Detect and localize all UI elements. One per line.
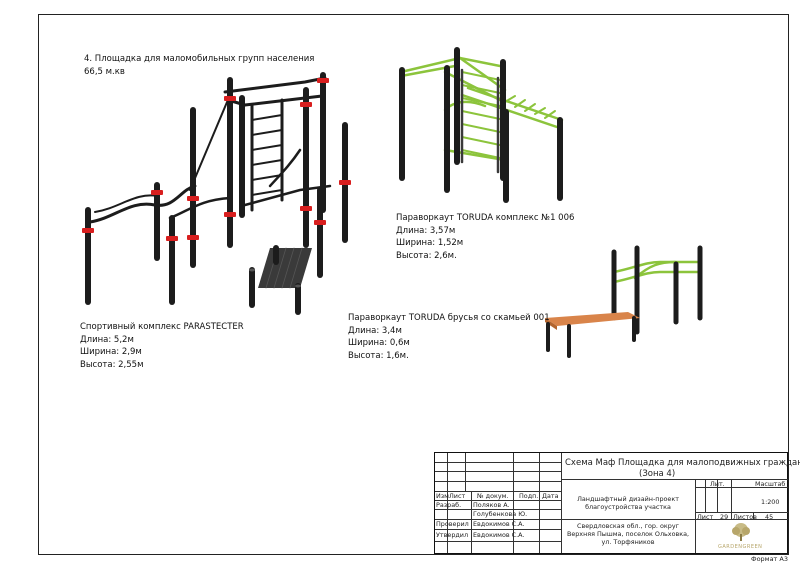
toruda-complex-height: Высота: 2,6м.: [396, 250, 457, 261]
parastecter-name: Спортивный комплекс PARASTECTER: [80, 322, 244, 332]
stamp-title: Схема Маф Площадка для малоподвижных гра…: [565, 458, 800, 479]
parastecter-height: Высота: 2,55м: [80, 359, 144, 370]
sheet-format: Формат А3: [750, 555, 788, 563]
toruda-complex-length: Длина: 3,57м: [396, 225, 456, 236]
role-checker: Проверил: [436, 520, 469, 528]
role-developer: Разраб.: [436, 501, 462, 509]
sheet-label: Лист: [697, 513, 714, 521]
sheets-label: Листов: [733, 513, 757, 521]
header-podp: Подп.: [519, 492, 539, 500]
toruda-bars-length: Длина: 3,4м: [348, 325, 402, 336]
tree-logo-icon: [732, 523, 750, 541]
logo-text: GARDENGREEN: [718, 544, 763, 550]
zone-heading: 4. Площадка для маломобильных групп насе…: [84, 53, 314, 78]
project-description: Ландшафтный дизайн-проект благоустройств…: [577, 495, 679, 511]
parastecter-caption: Спортивный комплекс PARASTECTER Длина: 5…: [80, 321, 244, 371]
address: Свердловская обл., гор. округ Верхняя Пы…: [566, 522, 690, 546]
scale-label: Масштаб: [755, 480, 786, 488]
toruda-complex-illustration: [399, 47, 564, 203]
toruda-complex-caption: Параворкаут TORUDA комплекс №1 006 Длина…: [396, 212, 574, 262]
name-approver: Евдокимов С.А.: [473, 531, 525, 539]
toruda-complex-name: Параворкаут TORUDA комплекс №1 006: [396, 213, 575, 223]
toruda-bars-width: Ширина: 0,6м: [348, 338, 410, 348]
parastecter-width: Ширина: 2,9м: [80, 347, 142, 357]
zone-title: 4. Площадка для маломобильных групп насе…: [84, 54, 315, 64]
lit-label: Лит.: [710, 480, 725, 488]
header-ndoc: № докум.: [477, 492, 509, 500]
title-block: Схема Маф Площадка для малоподвижных гра…: [434, 452, 800, 554]
toruda-bars-name: Параворкаут TORUDA брусья со скамьей 001: [348, 313, 550, 323]
name-checker: Евдокимов С.А.: [473, 520, 525, 528]
header-data: Дата: [542, 492, 559, 500]
name-developer: Поляков А.: [473, 501, 510, 509]
parastecter-illustration: [82, 72, 351, 315]
drawing-frame: [38, 14, 789, 555]
header-list: Лист: [449, 492, 466, 500]
toruda-complex-width: Ширина: 1,52м: [396, 238, 464, 248]
toruda-bars-height: Высота: 1,6м.: [348, 350, 409, 361]
zone-area: 66,5 м.кв: [84, 66, 125, 77]
sheet-value: 29: [720, 513, 729, 521]
parastecter-length: Длина: 5,2м: [80, 334, 134, 345]
scale-value: 1:200: [761, 498, 780, 506]
toruda-bars-illustration: [545, 245, 703, 358]
toruda-bars-caption: Параворкаут TORUDA брусья со скамьей 001…: [348, 312, 550, 362]
name-developer-2: Голубенкова Ю.: [473, 510, 528, 518]
sheets-value: 45: [765, 513, 774, 521]
header-izm: Изм: [436, 492, 449, 500]
role-approver: Утвердил: [436, 531, 469, 539]
